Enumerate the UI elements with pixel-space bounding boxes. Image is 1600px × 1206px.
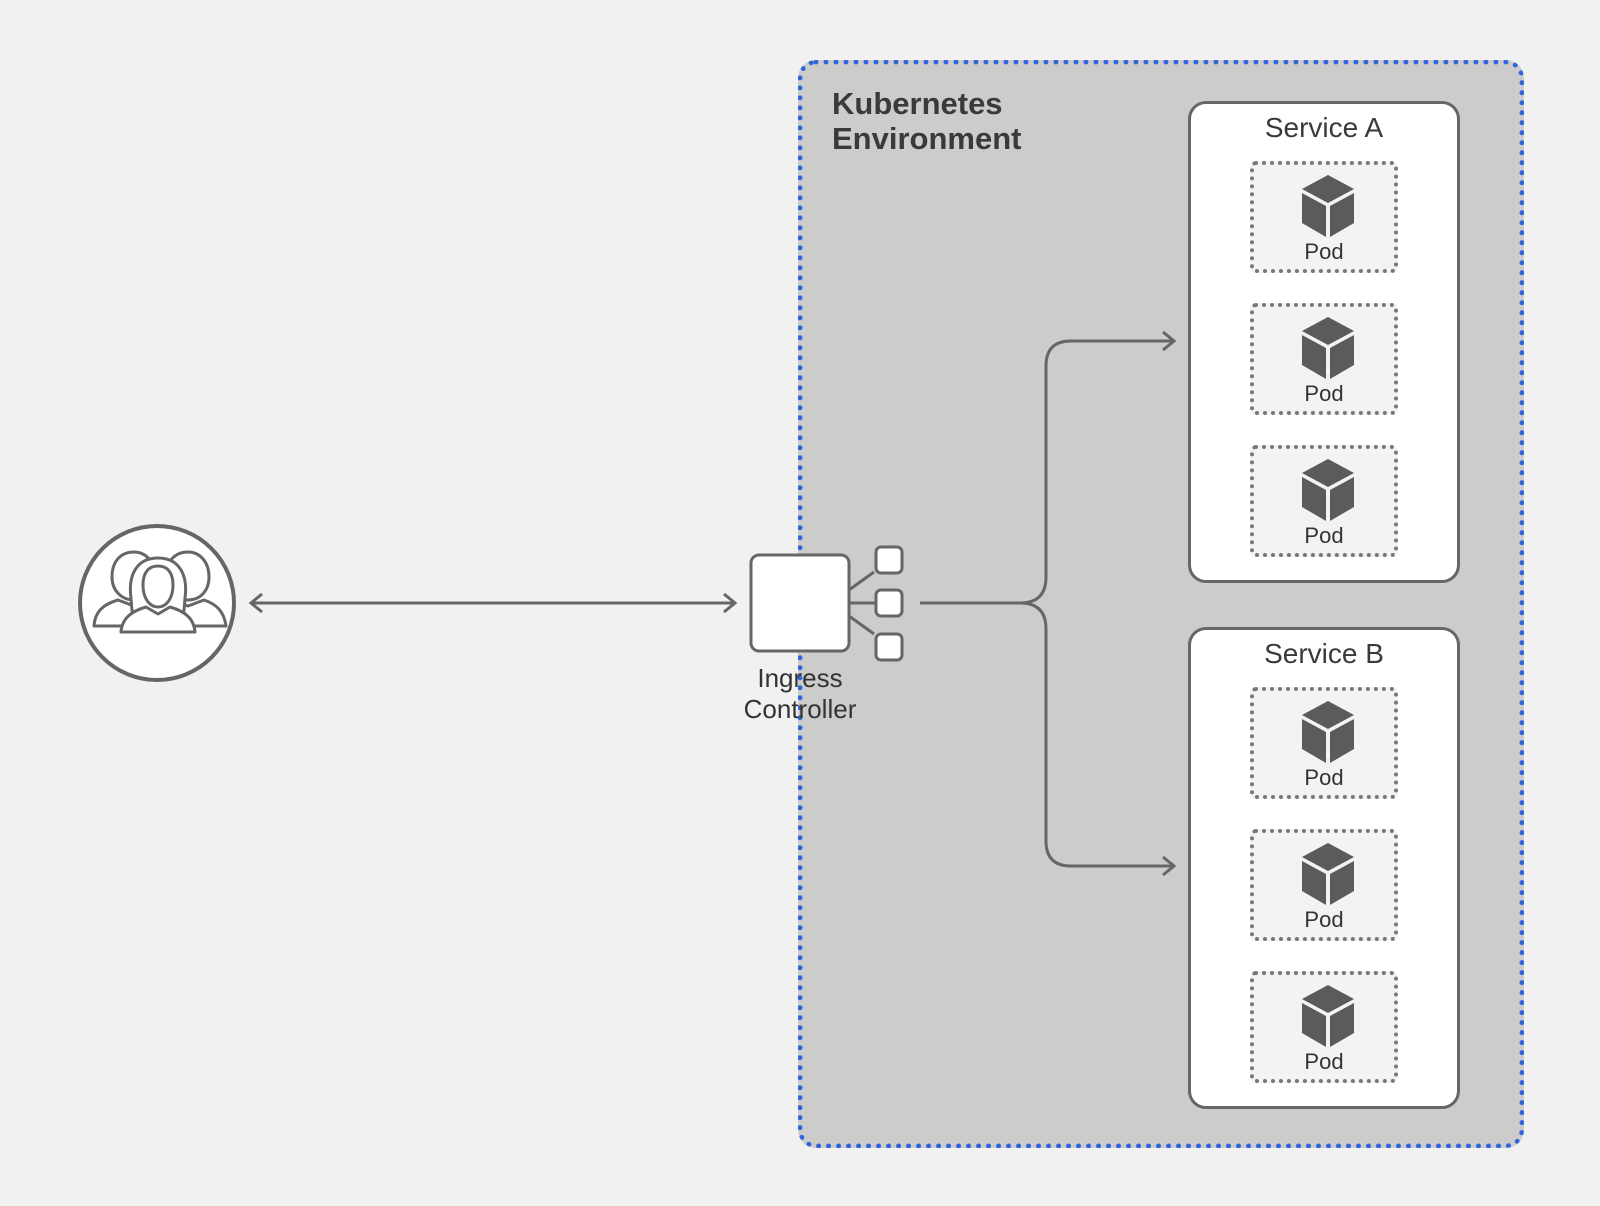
pod-a2: Pod bbox=[1250, 303, 1398, 415]
ingress-label-line2: Controller bbox=[743, 694, 857, 724]
pod-a1: Pod bbox=[1250, 161, 1398, 273]
ingress-controller-icon bbox=[749, 545, 904, 662]
pod-label: Pod bbox=[1304, 907, 1344, 932]
cube-icon bbox=[1302, 985, 1354, 1047]
pod-label: Pod bbox=[1304, 765, 1344, 790]
cube-icon bbox=[1302, 843, 1354, 905]
cube-icon bbox=[1302, 701, 1354, 763]
pod-b3: Pod bbox=[1250, 971, 1398, 1083]
service-b-box: Service B Pod Pod Pod bbox=[1188, 627, 1460, 1109]
service-a-box: Service A Pod Pod Pod bbox=[1188, 101, 1460, 583]
cube-icon bbox=[1302, 317, 1354, 379]
pod-label: Pod bbox=[1304, 381, 1344, 406]
routing-arrows bbox=[920, 330, 1177, 877]
bidirectional-arrow bbox=[248, 592, 738, 614]
pod-a3: Pod bbox=[1250, 445, 1398, 557]
environment-title: Kubernetes Environment bbox=[832, 86, 1021, 156]
pod-b1: Pod bbox=[1250, 687, 1398, 799]
pod-b2: Pod bbox=[1250, 829, 1398, 941]
pod-label: Pod bbox=[1304, 1049, 1344, 1074]
users-group-icon bbox=[78, 524, 236, 682]
environment-title-line2: Environment bbox=[832, 121, 1022, 156]
environment-title-line1: Kubernetes bbox=[832, 86, 1003, 121]
cube-icon bbox=[1302, 175, 1354, 237]
cube-icon bbox=[1302, 459, 1354, 521]
pod-label: Pod bbox=[1304, 523, 1344, 548]
service-a-title: Service A bbox=[1264, 112, 1384, 143]
service-b-title: Service B bbox=[1264, 638, 1384, 669]
ingress-controller-label: Ingress Controller bbox=[700, 663, 900, 725]
pod-label: Pod bbox=[1304, 239, 1344, 264]
ingress-label-line1: Ingress bbox=[757, 663, 843, 693]
